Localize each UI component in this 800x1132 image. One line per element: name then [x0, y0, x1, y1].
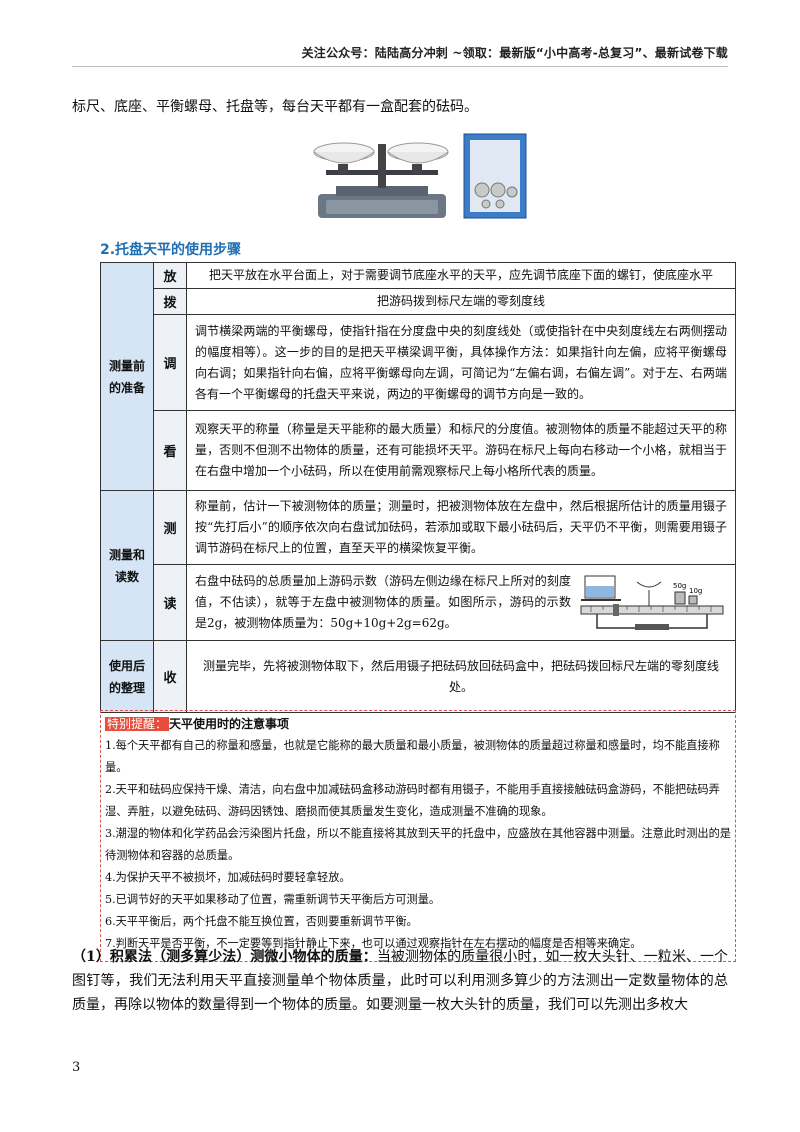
notice-item: 7.判断天平是否平衡，不一定要等到指针静止下来，也可以通过观察指针在左右摆动的幅…	[105, 937, 642, 950]
notice-title: 天平使用时的注意事项	[169, 717, 290, 731]
weight-50g-label: 50g	[673, 582, 686, 590]
header-rule	[72, 66, 728, 67]
notice-box: 特别提醒：天平使用时的注意事项 1.每个天平都有自己的称量和感量，也就是它能称的…	[100, 710, 736, 962]
content-kan: 观察天平的称量（称量是天平能称的最大质量）和标尺的分度值。被测物体的质量不能超过…	[186, 410, 736, 491]
content-ce: 称量前，估计一下被测物体的质量；测量时，把被测物体放在左盘中，然后根据所估计的质…	[186, 490, 736, 565]
balance-figure	[313, 133, 527, 219]
notice-item: 1.每个天平都有自己的称量和感量，也就是它能称的最大质量和最小质量，被测物体的质…	[105, 739, 720, 774]
notice-item: 5.已调节好的天平如果移动了位置，需重新调节天平衡后方可测量。	[105, 893, 441, 906]
notice-heading: 特别提醒：天平使用时的注意事项	[105, 713, 731, 735]
page-number: 3	[72, 1060, 81, 1075]
content-bo: 把游码拨到标尺左端的零刻度线	[186, 288, 736, 315]
steps-table: 测量前的准备 放 把天平放在水平台面上，对于需要调节底座水平的天平，应先调节底座…	[100, 262, 736, 713]
reading-figure: 50g 10g	[580, 575, 724, 630]
notice-item: 2.天平和砝码应保持干燥、清洁，向右盘中加减砝码盒移动游码时都有用镊子，不能用手…	[105, 783, 720, 818]
rider	[613, 603, 619, 616]
key-bo: 拨	[153, 288, 187, 315]
content-du: 右盘中砝码的总质量加上游码示数（游码左侧边缘在标尺上所对的刻度值，不估读），就等…	[195, 574, 571, 630]
weight-10g-label: 10g	[689, 587, 702, 595]
group-measure: 测量和读数	[100, 490, 154, 641]
key-du: 读	[153, 564, 187, 641]
key-shou: 收	[153, 640, 187, 713]
content-tiao: 调节横梁两端的平衡螺母，使指针指在分度盘中央的刻度线处（或使指针在中央刻度线左右…	[186, 314, 736, 411]
notice-item: 6.天平平衡后，两个托盘不能互换位置，否则要重新调节平衡。	[105, 915, 418, 928]
notice-item: 4.为保护天平不被损坏，加减砝码时要轻拿轻放。	[105, 871, 351, 884]
key-kan: 看	[153, 410, 187, 491]
method-text: 当被测物体的质量很小时，如一枚大头针、一粒米、一个图钉等，我们无法利用天平直接测…	[72, 949, 729, 1013]
group-prepare: 测量前的准备	[100, 262, 154, 491]
method-lead: （1）积累法（测多算少法）测微小物体的质量：	[72, 949, 377, 965]
group-cleanup: 使用后的整理	[100, 640, 154, 713]
content-du-cell: 右盘中砝码的总质量加上游码示数（游码左侧边缘在标尺上所对的刻度值，不估读），就等…	[186, 564, 736, 641]
intro-paragraph: 标尺、底座、平衡螺母、托盘等，每台天平都有一盒配套的砝码。	[72, 99, 478, 115]
content-shou: 测量完毕，先将被测物体取下，然后用镊子把砝码放回砝码盒中，把砝码拨回标尺左端的零…	[186, 640, 736, 713]
notice-item: 3.潮湿的物体和化学药品会污染图片托盘，所以不能直接将其放到天平的托盘中，应盛放…	[105, 827, 731, 862]
key-ce: 测	[153, 490, 187, 565]
key-tiao: 调	[153, 314, 187, 411]
notice-tag: 特别提醒：	[105, 717, 170, 731]
key-fang: 放	[153, 262, 187, 289]
page-header: 关注公众号：陆陆高分冲刺 ~领取：最新版“小中高考-总复习”、最新试卷下载	[301, 46, 728, 60]
section-title: 2.托盘天平的使用步骤	[100, 242, 242, 258]
method-paragraph: （1）积累法（测多算少法）测微小物体的质量：当被测物体的质量很小时，如一枚大头针…	[72, 945, 728, 1017]
content-fang: 把天平放在水平台面上，对于需要调节底座水平的天平，应先调节底座下面的螺钉，使底座…	[186, 262, 736, 289]
